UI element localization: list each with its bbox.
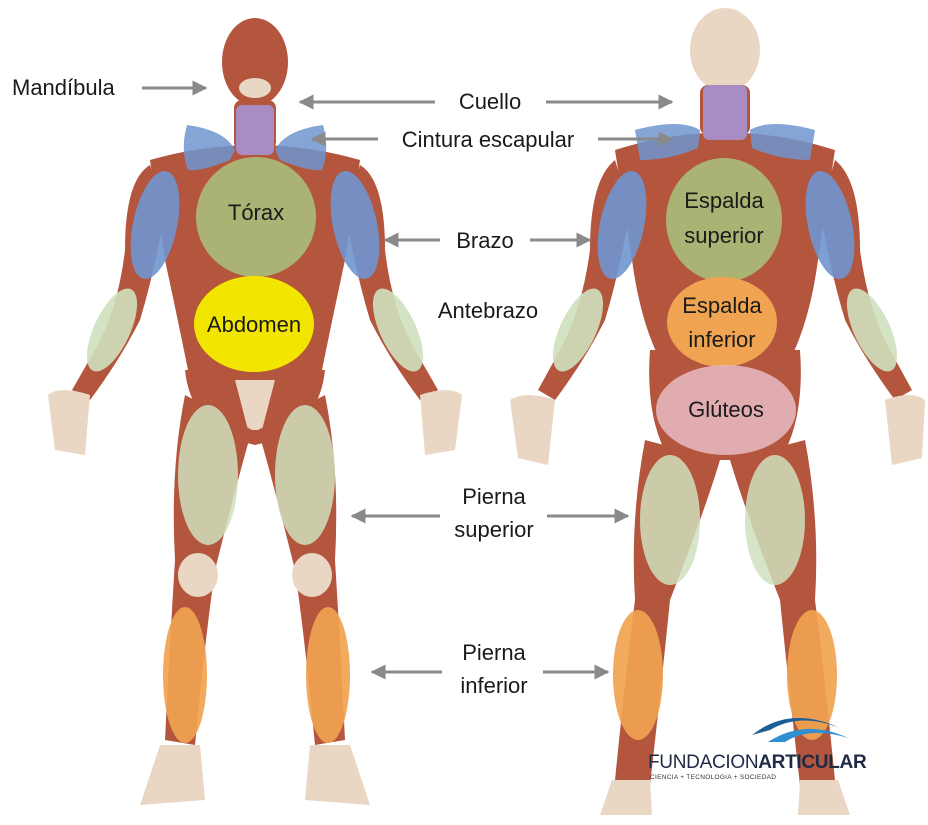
zone-label-gluteos: Glúteos: [688, 397, 764, 422]
label-cintura-escapular: Cintura escapular: [402, 127, 574, 152]
zone-label-torax: Tórax: [228, 200, 284, 225]
label-pierna-superior-line2: superior: [454, 517, 533, 542]
logo-text-part2: ARTICULAR: [758, 752, 867, 773]
label-cuello: Cuello: [459, 89, 521, 114]
front-calf-zone-left: [163, 607, 207, 743]
zone-label-espalda-superior-line2: superior: [684, 223, 763, 248]
espalda-superior-zone: [666, 158, 782, 282]
front-body-figure: [48, 18, 462, 805]
label-brazo: Brazo: [456, 228, 513, 253]
front-thigh-zone-right: [275, 405, 335, 545]
logo-tagline: CIENCIA + TECNOLOGIA + SOCIEDAD: [650, 774, 776, 781]
front-thigh-zone-left: [178, 405, 238, 545]
label-antebrazo: Antebrazo: [438, 298, 538, 323]
label-pierna-superior-line1: Pierna: [462, 484, 526, 509]
back-thigh-zone-right: [745, 455, 805, 585]
label-mandibula: Mandíbula: [12, 75, 116, 100]
zone-label-espalda-inferior-line2: inferior: [688, 327, 755, 352]
zone-label-espalda-superior-line1: Espalda: [684, 188, 764, 213]
espalda-inferior-zone: [667, 277, 777, 367]
back-neck-zone: [703, 85, 747, 140]
back-calf-zone-left: [613, 610, 663, 740]
label-pierna-inferior-line2: inferior: [460, 673, 527, 698]
logo-text: FUNDACIONARTICULAR: [648, 752, 867, 773]
front-calf-zone-right: [306, 607, 350, 743]
logo-text-part1: FUNDACION: [648, 752, 758, 773]
zone-label-espalda-inferior-line1: Espalda: [682, 293, 762, 318]
zone-label-abdomen: Abdomen: [207, 312, 301, 337]
fundacion-articular-logo: FUNDACIONARTICULAR CIENCIA + TECNOLOGIA …: [648, 718, 867, 781]
front-neck-zone: [236, 105, 274, 155]
back-thigh-zone-left: [640, 455, 700, 585]
label-pierna-inferior-line1: Pierna: [462, 640, 526, 665]
